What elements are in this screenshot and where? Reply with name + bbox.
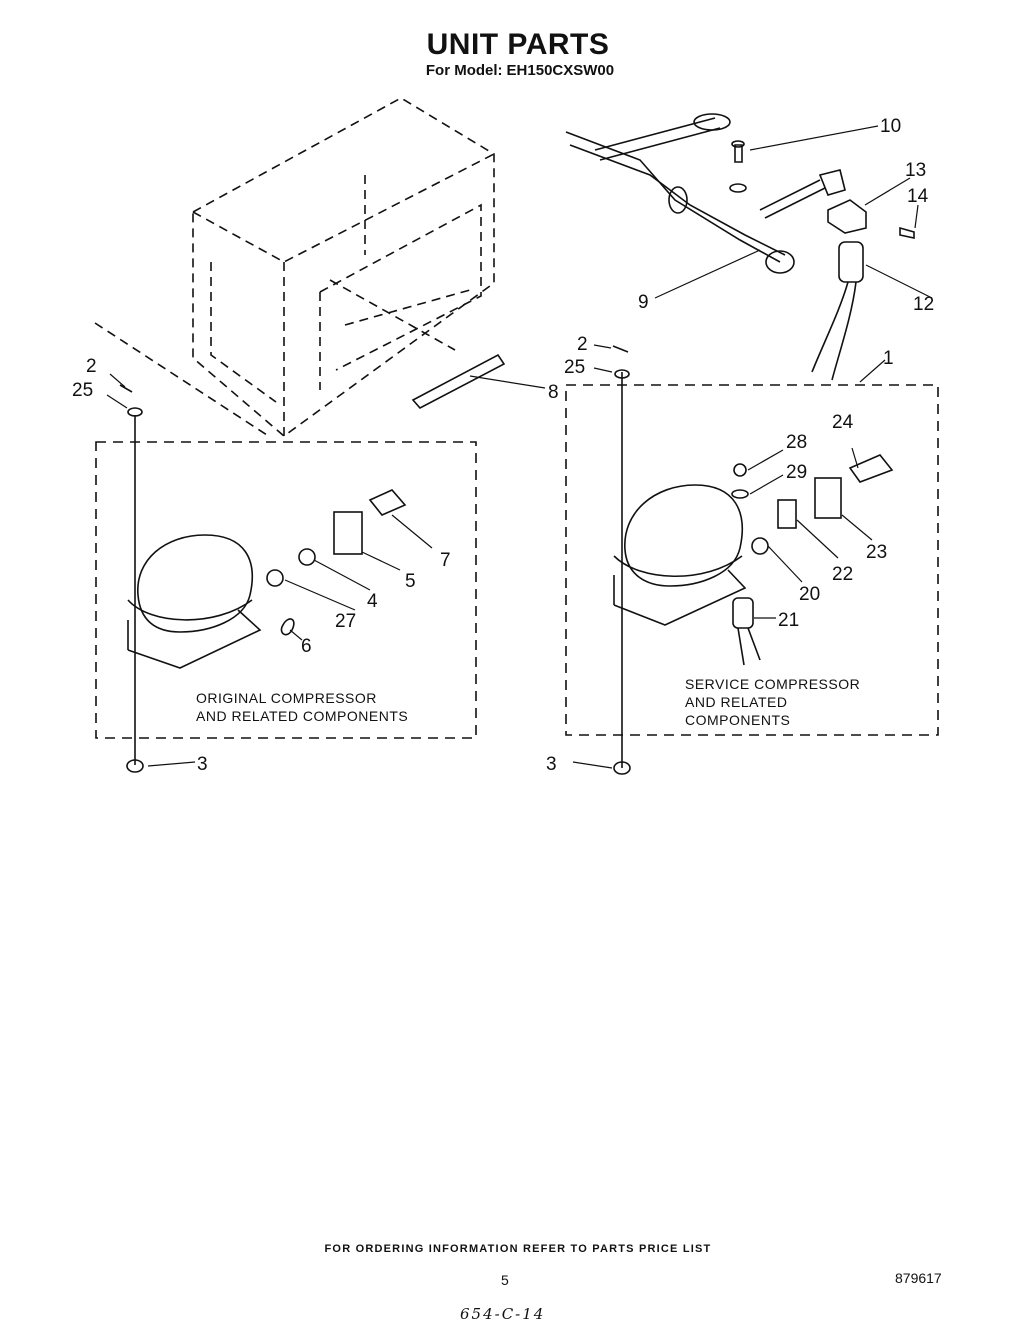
bracket-13 bbox=[827, 199, 867, 234]
service-box-label-line1: SERVICE COMPRESSOR bbox=[685, 676, 860, 692]
wiring-harness bbox=[565, 113, 846, 274]
original-box-label-line2: AND RELATED COMPONENTS bbox=[196, 708, 408, 724]
model-number: EH150CXSW00 bbox=[506, 62, 615, 79]
grommet-left-top bbox=[127, 407, 143, 417]
overload-20 bbox=[751, 537, 769, 555]
relay-22 bbox=[777, 499, 797, 529]
screw-14 bbox=[899, 226, 915, 239]
grommet-right-top bbox=[614, 369, 630, 379]
bracket-24 bbox=[848, 454, 894, 483]
callout-20: 20 bbox=[799, 584, 820, 605]
callout-25-right: 25 bbox=[564, 357, 585, 378]
callout-27: 27 bbox=[335, 611, 356, 632]
callout-2-left: 2 bbox=[86, 356, 97, 377]
callout-7: 7 bbox=[440, 550, 451, 571]
original-compressor bbox=[127, 534, 262, 669]
ordering-note: FOR ORDERING INFORMATION REFER TO PARTS … bbox=[324, 1243, 712, 1255]
service-compressor bbox=[613, 484, 747, 626]
service-box-label-line2: AND RELATED bbox=[685, 694, 787, 710]
callout-21: 21 bbox=[778, 610, 799, 631]
callout-4: 4 bbox=[367, 591, 378, 612]
callout-1: 1 bbox=[883, 348, 894, 369]
callout-2-right: 2 bbox=[577, 334, 588, 355]
grommet-right-bottom bbox=[613, 761, 631, 775]
drier-8 bbox=[411, 353, 506, 410]
callout-12: 12 bbox=[913, 294, 934, 315]
callout-24: 24 bbox=[832, 412, 854, 433]
page-title: UNIT PARTS bbox=[426, 28, 610, 61]
callout-8: 8 bbox=[548, 382, 559, 403]
callout-3-left: 3 bbox=[197, 754, 208, 775]
clip-right bbox=[612, 345, 629, 353]
callout-3-right: 3 bbox=[546, 754, 557, 775]
leader-lines bbox=[106, 125, 933, 769]
grommet-left-bottom bbox=[126, 759, 144, 773]
washer bbox=[729, 183, 747, 193]
callout-29: 29 bbox=[786, 462, 807, 483]
callout-14: 14 bbox=[907, 186, 929, 207]
original-components-box bbox=[95, 441, 477, 739]
callout-22: 22 bbox=[832, 564, 853, 585]
callout-25-left: 25 bbox=[72, 380, 93, 401]
callout-5: 5 bbox=[405, 571, 416, 592]
washer-29 bbox=[731, 489, 749, 499]
nut-28 bbox=[733, 463, 747, 477]
cabinet-outline bbox=[94, 97, 495, 438]
callout-23: 23 bbox=[866, 542, 887, 563]
model-subtitle: For Model:EH150CXSW00 bbox=[0, 62, 1036, 79]
capacitor-21 bbox=[732, 597, 761, 666]
callout-28: 28 bbox=[786, 432, 807, 453]
original-box-label-line1: ORIGINAL COMPRESSOR bbox=[196, 690, 377, 706]
relay-cover-5 bbox=[333, 511, 363, 555]
callout-6: 6 bbox=[301, 636, 312, 657]
overload-27 bbox=[266, 569, 284, 587]
clip-6 bbox=[280, 618, 295, 636]
relay-cover-23 bbox=[814, 477, 842, 519]
callout-10: 10 bbox=[880, 116, 901, 137]
service-components-box bbox=[565, 384, 939, 736]
handwritten-note: 654-C-14 bbox=[460, 1305, 546, 1323]
screw-10 bbox=[731, 140, 745, 163]
callout-13: 13 bbox=[905, 160, 926, 181]
clip-left bbox=[119, 384, 133, 393]
service-box-label-line3: COMPONENTS bbox=[685, 712, 790, 728]
relay-4 bbox=[298, 548, 316, 566]
callout-9: 9 bbox=[638, 292, 649, 313]
page-number: 5 bbox=[501, 1272, 509, 1288]
capacitor-12 bbox=[811, 241, 864, 381]
model-prefix: For Model: bbox=[425, 62, 503, 79]
bracket-7 bbox=[368, 489, 407, 516]
document-number: 879617 bbox=[895, 1270, 942, 1286]
